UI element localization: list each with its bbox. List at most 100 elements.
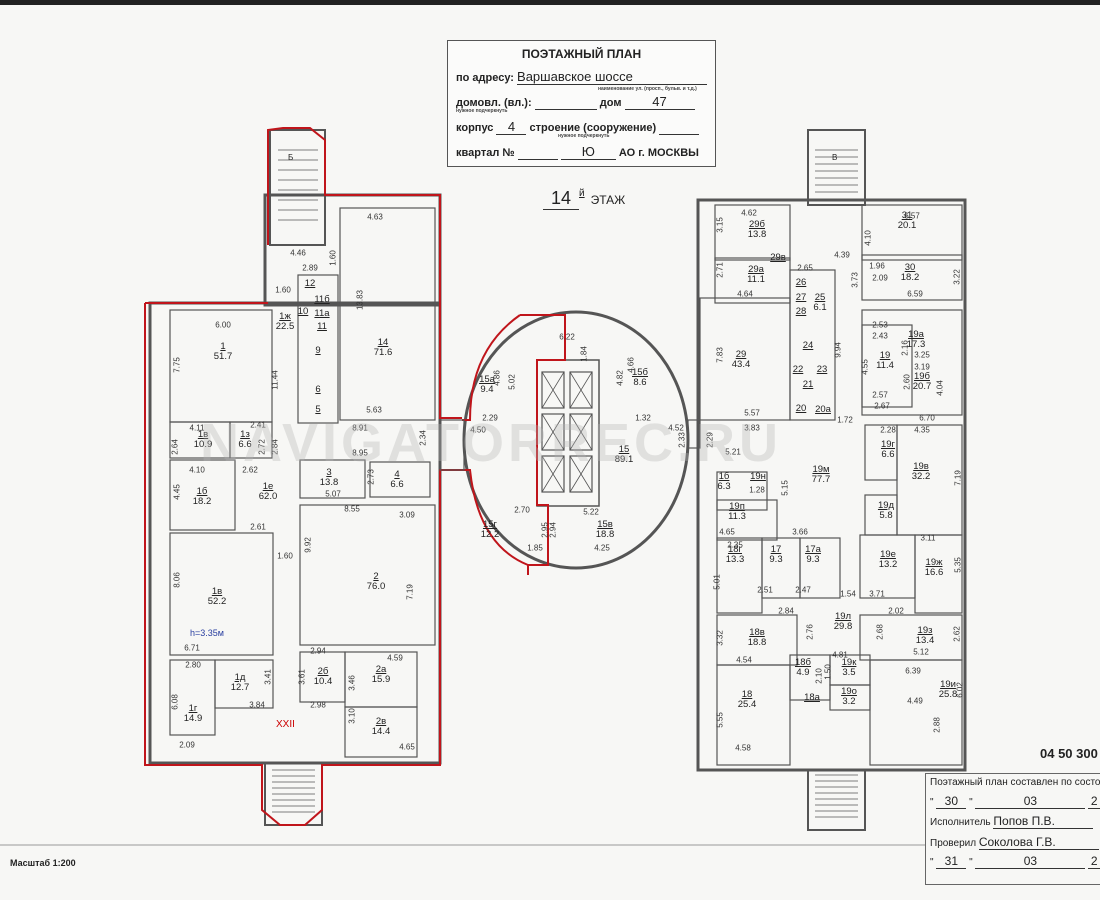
stair-tower-right [807,129,866,206]
dimension-label: 4.64 [737,289,753,299]
room-area: 3.5 [842,667,856,678]
room-area: 16.6 [924,567,944,578]
dimension-label: 2.47 [795,585,811,595]
dimension-label: 3.09 [399,510,415,520]
room-number: 20 [795,403,807,414]
elevator-cab [541,371,565,409]
dimension-label: 6.08 [170,694,180,710]
room-number: 23 [816,364,828,375]
dimension-label: 5.55 [715,712,725,728]
dimension-label: 1.60 [275,285,291,295]
okrug-label: АО г. МОСКВЫ [618,147,699,159]
room-area: 25.4 [737,699,757,710]
executor-label: Исполнитель [930,817,991,828]
room-label: 20а [815,405,831,415]
dimension-label: 13.83 [355,289,365,311]
dimension-label: 4.35 [914,425,930,435]
room-wall [169,532,274,656]
dom-label: дом [599,97,622,109]
dimension-label: 2.62 [242,465,258,475]
domovl-label: домовл. (вл.): [456,97,532,109]
room-area: 6.6 [881,449,895,460]
room-label: 6 [315,385,320,395]
room-number: 19а [908,329,924,340]
room-wall [344,706,418,758]
room-number: 22 [792,364,804,375]
room-number: 15 [618,444,630,455]
dimension-label: 8.91 [352,423,368,433]
room-number: 1г [188,703,198,714]
ceiling-height: h=3.35м [190,628,224,638]
room-area: 77.7 [811,474,831,485]
room-number: 19м [812,464,830,475]
approval-stamp: Поэтажный план составлен по состоянию " … [925,773,1100,885]
room-number: 17 [770,544,782,555]
room-area: 12.7 [230,682,250,693]
room-wall [861,254,963,301]
dimension-label: 1.84 [579,346,589,362]
room-area: 17.3 [906,339,926,350]
room-wall [339,207,436,421]
stroenie-label: строение (сооружение) [529,122,657,134]
room-wall [716,471,768,511]
room-number: 19г [880,439,896,450]
room-wall [716,664,791,766]
room-number: 19д [877,500,895,511]
dimension-label: 5.57 [744,408,760,418]
room-number: 29в [770,252,786,263]
room-label: 12 [305,279,316,289]
dimension-label: 2.16 [900,340,910,356]
room-wall [861,204,963,261]
room-number: 27 [795,292,807,303]
address-hint: наименование ул. (просп., бульв. и т.д.) [598,86,697,92]
room-area: 13.3 [725,554,745,565]
underline-hint: нужное подчеркнуть [456,108,508,114]
dimension-label: 6.71 [184,643,200,653]
room-number: 6 [315,384,321,395]
room-number: 14 [377,337,389,348]
okrug-value: Ю [560,144,616,160]
dimension-label: 4.04 [935,380,945,396]
room-number: 25 [814,292,826,303]
room-label: 22 [793,365,804,375]
ownership-outline-center-arc [462,314,529,566]
dimension-label: 11.44 [270,370,280,390]
room-wall [214,659,274,709]
dimension-label: 4.55 [860,359,870,375]
dimension-label: 2.71 [715,262,725,278]
elevator-cab [569,455,593,493]
floor-suffix: й [579,188,585,199]
room-area: 29.8 [833,621,853,632]
room-number: 3 [326,467,332,478]
elevator-cab [569,413,593,451]
room-label: 5 [315,405,320,415]
scan-edge [0,0,1100,5]
dimension-label: 3.83 [744,423,760,433]
room-number: 11 [317,321,327,332]
dimension-label: 7.75 [172,357,182,373]
room-number: 30 [904,262,916,273]
room-area: 12.2 [480,529,500,540]
dimension-label: 6.39 [905,666,921,676]
room-number: 1е [262,481,274,492]
dimension-label: 5.01 [712,574,722,590]
dimension-label: 2.53 [872,320,888,330]
dimension-label: 2.09 [872,273,888,283]
room-area: 14.9 [183,713,203,724]
room-label: 26 [796,278,807,288]
dimension-label: 3.25 [914,350,930,360]
dimension-label: 2.84 [778,606,794,616]
